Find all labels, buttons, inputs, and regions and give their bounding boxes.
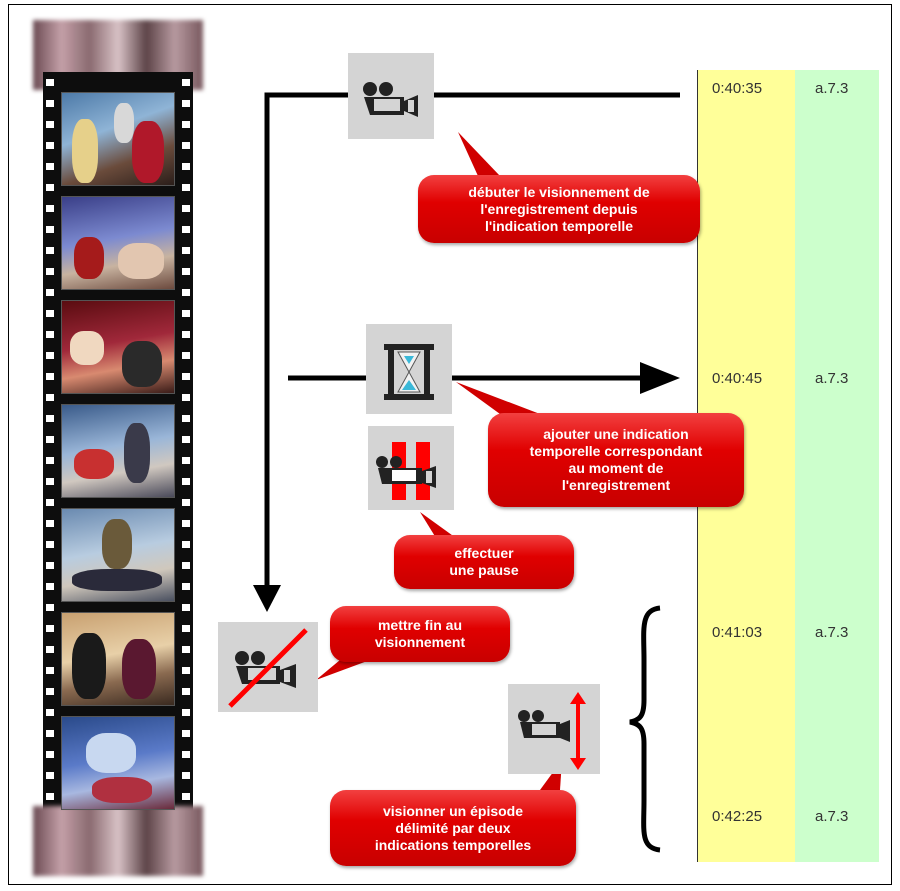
callout-add-marker: ajouter une indication temporelle corres… [488,413,744,507]
code-3: a.7.3 [815,624,849,641]
callout-episode-line-1: visionner un épisode [382,802,524,819]
film-frame-6 [61,612,175,706]
return-arrow [264,92,680,590]
film-frame-4 [61,404,175,498]
film-holes-left [46,72,54,822]
callout-add-line-3: au moment de [568,460,664,476]
callout-start-line-3: l'indication temporelle [484,217,634,234]
film-frame-3 [61,300,175,394]
code-1: a.7.3 [815,80,849,97]
callout-stop: mettre fin au visionnement [330,606,510,662]
callout-pause-line-1: effectuer [454,545,514,561]
episode-brace [629,605,661,853]
timecode-3: 0:41:03 [712,624,763,641]
timecode-4: 0:42:25 [712,808,763,825]
camera-pause-icon[interactable] [368,426,454,510]
diagram-border [8,4,892,885]
camera-play-icon[interactable] [348,53,434,139]
film-bottom-blur [33,806,203,876]
callout-stop-line-1: mettre fin au [377,617,462,633]
film-frame-5 [61,508,175,602]
film-frame-2 [61,196,175,290]
callout-start-line-2: l'enregistrement depuis [480,200,638,217]
film-frame-7 [61,716,175,810]
code-2: a.7.3 [815,370,849,387]
callout-add-line-1: ajouter une indication [543,426,689,442]
film-strip [33,20,203,876]
camera-range-icon[interactable] [508,684,600,774]
right-arrowhead [640,362,680,394]
down-arrowhead [253,585,281,612]
callout-episode-line-2: délimité par deux [395,819,511,836]
callout-episode: visionner un épisode délimité par deux i… [330,790,576,866]
code-4: a.7.3 [815,808,849,825]
callout-add-line-2: temporelle correspondant [529,443,703,459]
camera-stop-icon[interactable] [218,622,318,712]
hourglass-icon[interactable] [366,324,452,414]
callout-stop-line-2: visionnement [374,634,466,650]
film-frame-1 [61,92,175,186]
callout-start-line-1: débuter le visionnement de [468,183,650,200]
code-column: a.7.3 a.7.3 a.7.3 a.7.3 [795,70,879,862]
callout-pause-line-2: une pause [449,562,519,578]
callout-start-viewing: débuter le visionnement de l'enregistrem… [418,175,700,243]
callout-episode-line-3: indications temporelles [374,836,532,853]
timecode-1: 0:40:35 [712,80,763,97]
film-holes-right [182,72,190,822]
callout-add-line-4: l'enregistrement [561,477,671,493]
timecode-2: 0:40:45 [712,370,763,387]
callout-pause: effectuer une pause [394,535,574,589]
